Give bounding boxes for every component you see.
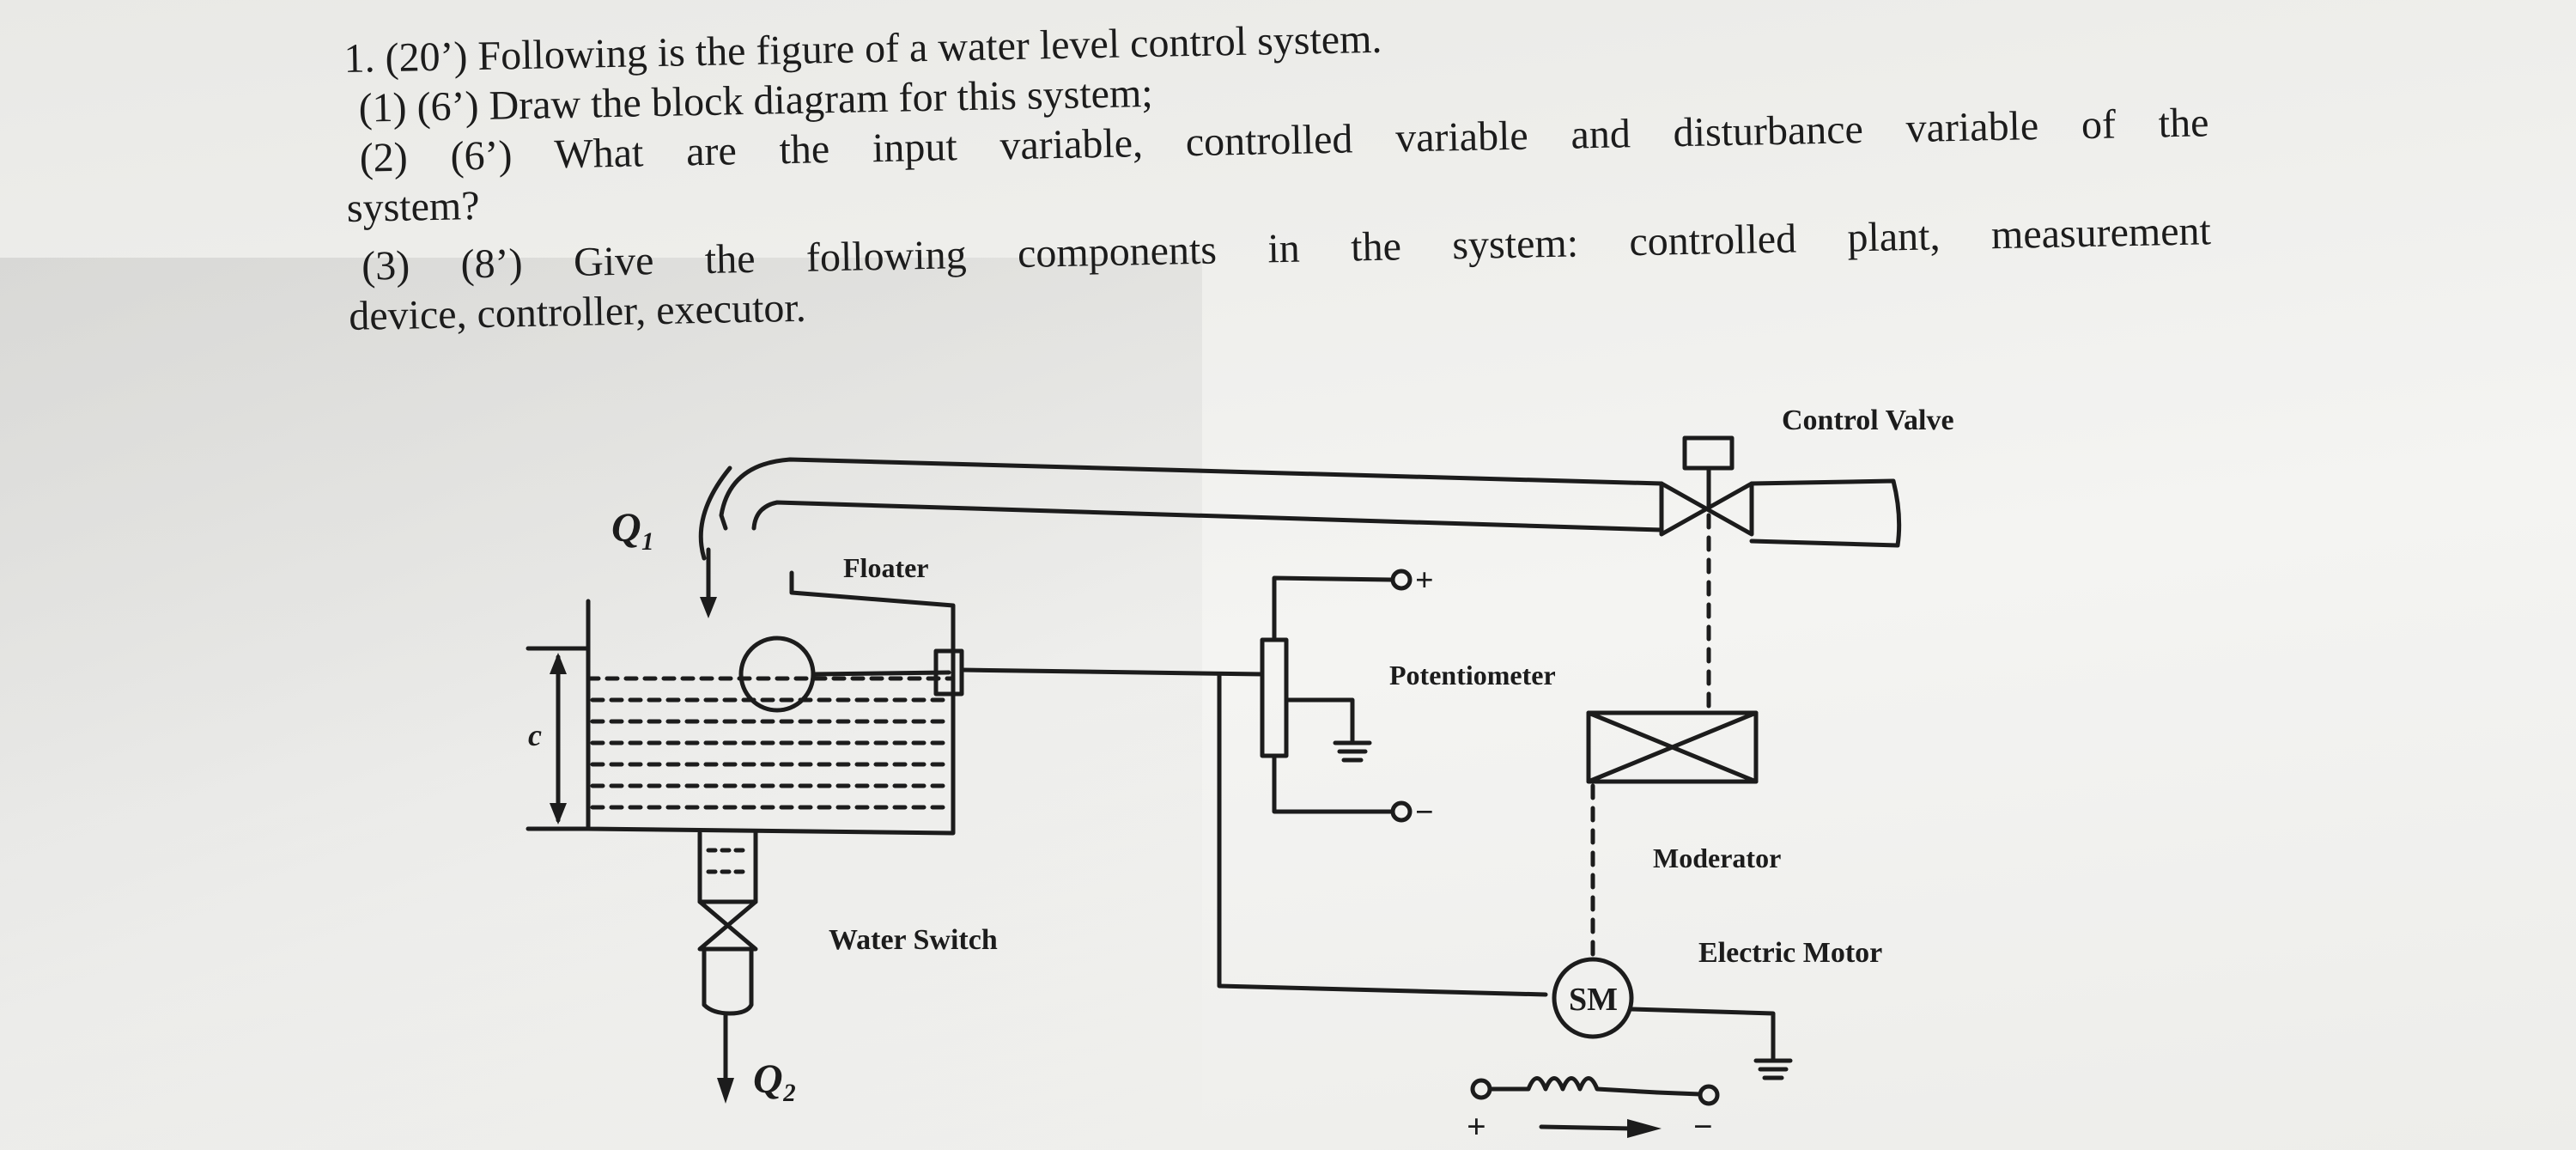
level-dim-arrow-bottom <box>550 803 567 824</box>
moderator-box <box>1586 710 1759 784</box>
moderator-cross-2 <box>1586 710 1759 784</box>
label-outflow: Q₂ <box>753 1056 797 1102</box>
label-control-valve: Control Valve <box>1782 405 1954 436</box>
floater-bracket <box>789 570 956 655</box>
control-valve-outlet <box>1749 478 1902 548</box>
label-electric-motor: Electric Motor <box>1698 937 1882 969</box>
potentiometer-bottom-lead <box>1272 753 1394 814</box>
inflow-pipe <box>719 457 1664 531</box>
label-level: c <box>528 718 542 752</box>
outflow-pipe-walls <box>697 831 758 904</box>
label-floater: Floater <box>843 552 929 583</box>
coil-lead-right <box>1655 1090 1703 1097</box>
potentiometer-body <box>1260 637 1289 758</box>
level-dim-arrow-top <box>550 653 567 674</box>
inflow-pipe-end <box>698 465 732 561</box>
coil-terminal-right <box>1698 1084 1720 1106</box>
water-switch-valve <box>697 899 758 952</box>
label-plus-bottom: + <box>1467 1107 1486 1146</box>
linkage-to-potentiometer <box>959 667 1265 677</box>
outflow-arrow-head <box>717 1078 734 1104</box>
coil-terminal-left <box>1470 1078 1492 1100</box>
coil-arrow-shaft <box>1539 1124 1634 1131</box>
inflow-pipe-inner <box>751 500 1664 532</box>
tank-walls <box>586 599 956 836</box>
label-inflow: Q₁ <box>611 505 655 551</box>
floater-ball <box>738 636 816 713</box>
potentiometer-drop-line <box>1217 672 1548 997</box>
floater-lever <box>811 670 951 677</box>
paper-shadow <box>0 258 1202 1150</box>
excitation-coil <box>1487 1076 1660 1095</box>
potentiometer-top-terminal <box>1390 569 1413 591</box>
outflow-pipe-lower <box>702 946 754 1016</box>
label-water-switch: Water Switch <box>829 924 998 956</box>
floater-pivot <box>933 648 964 697</box>
inflow-arrow-head <box>700 597 717 618</box>
potentiometer-wiper-ground <box>1284 697 1355 745</box>
coil-arrow-head <box>1627 1119 1662 1138</box>
motor-circle <box>1552 957 1634 1039</box>
potentiometer-bottom-terminal <box>1390 800 1413 823</box>
label-minus-bottom: − <box>1693 1107 1713 1146</box>
label-moderator: Moderator <box>1653 843 1781 873</box>
motor-ground-lead <box>1629 1007 1776 1063</box>
label-potentiometer: Potentiometer <box>1389 660 1556 691</box>
potentiometer-top-lead <box>1272 575 1394 642</box>
control-valve-actuator <box>1682 435 1735 471</box>
label-minus-mid: − <box>1415 794 1434 831</box>
label-plus-top: + <box>1415 563 1434 599</box>
label-motor-symbol: SM <box>1569 982 1618 1018</box>
